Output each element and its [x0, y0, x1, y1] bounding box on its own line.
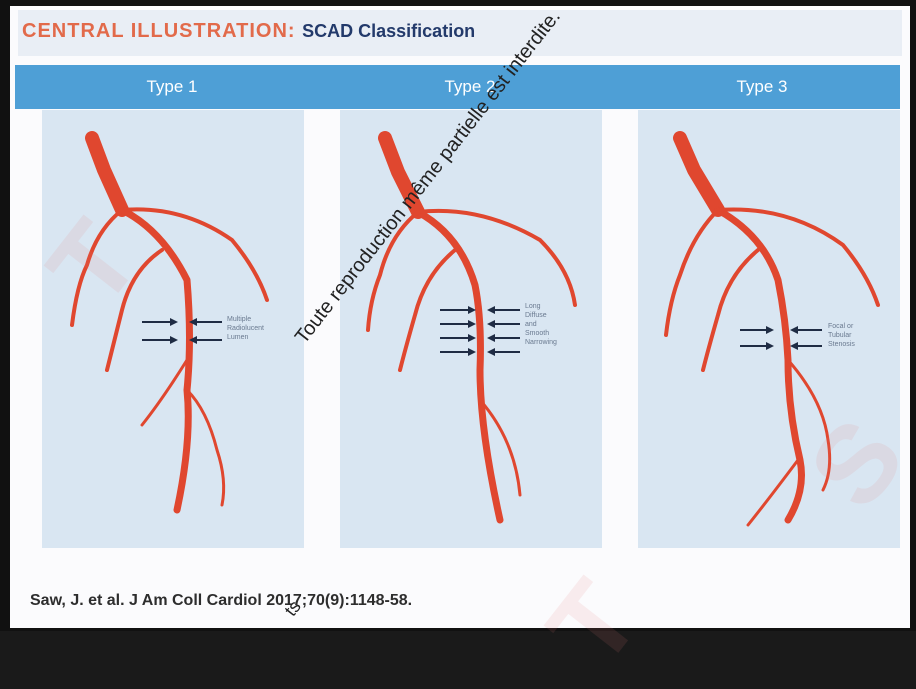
- type-1-annotation: Multiple Radiolucent Lumen: [227, 315, 264, 342]
- type-3-annotation-line: Tubular: [828, 331, 855, 340]
- type-2-annotation-line: Long: [525, 302, 557, 311]
- type-2-annotation-line: Diffuse: [525, 311, 557, 320]
- type-3-annotation-line: Stenosis: [828, 340, 855, 349]
- page-title: CENTRAL ILLUSTRATION: SCAD Classificatio…: [22, 20, 475, 43]
- type-1-panel: Multiple Radiolucent Lumen: [42, 110, 304, 548]
- type-3-label: Type 3: [702, 77, 822, 97]
- type-1-annotation-line: Radiolucent: [227, 324, 264, 333]
- screen-frame: CENTRAL ILLUSTRATION: SCAD Classificatio…: [0, 0, 916, 631]
- type-1-annotation-line: Lumen: [227, 333, 264, 342]
- type-2-vessel-illustration: [340, 110, 602, 548]
- type-1-label: Type 1: [112, 77, 232, 97]
- type-2-annotation-line: and: [525, 320, 557, 329]
- type-2-annotation-line: Smooth: [525, 329, 557, 338]
- type-1-annotation-line: Multiple: [227, 315, 264, 324]
- type-1-vessel-illustration: [42, 110, 304, 548]
- title-text: SCAD Classification: [302, 21, 475, 41]
- type-2-annotation-line: Narrowing: [525, 338, 557, 347]
- type-3-annotation-line: Focal or: [828, 322, 855, 331]
- citation: Saw, J. et al. J Am Coll Cardiol 2017;70…: [30, 592, 412, 610]
- type-3-annotation: Focal or Tubular Stenosis: [828, 322, 855, 349]
- type-2-annotation: Long Diffuse and Smooth Narrowing: [525, 302, 557, 347]
- type-2-panel: Long Diffuse and Smooth Narrowing: [340, 110, 602, 548]
- title-keyword: CENTRAL ILLUSTRATION:: [22, 20, 296, 42]
